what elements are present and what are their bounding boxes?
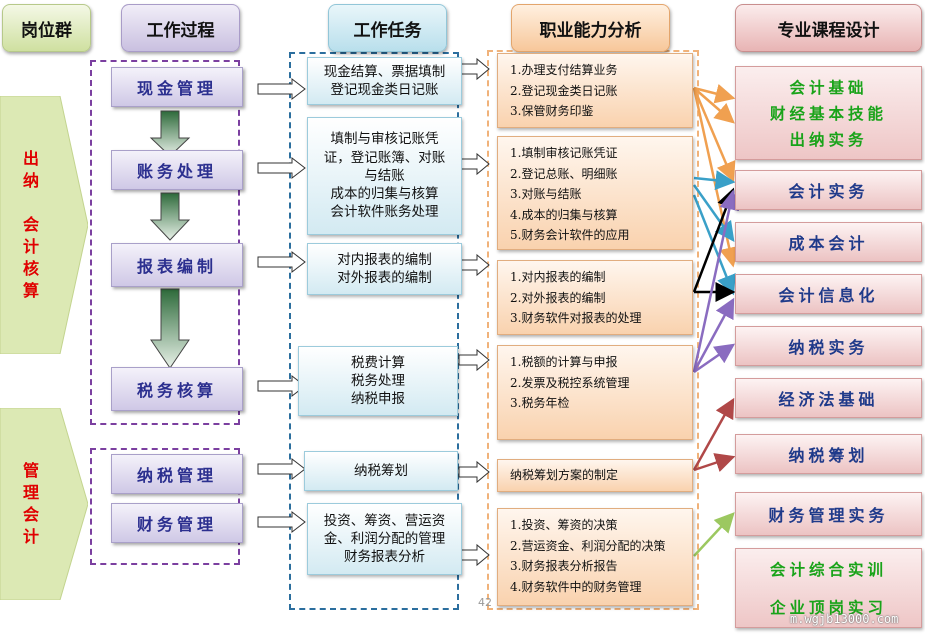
ability-item: 2.对外报表的编制 — [510, 290, 606, 305]
ability-group-3: 1.对内报表的编制 2.对外报表的编制 3.财务软件对报表的处理 — [497, 260, 693, 335]
course-comprehensive-training: 会计综合实训企业顶岗实习 — [735, 548, 922, 628]
ability-group-4: 1.税额的计算与申报 2.发票及税控系统管理 3.税务年检 — [497, 345, 693, 440]
process-account-handling: 账务处理 — [111, 150, 243, 190]
task-ability-arrows — [458, 57, 490, 567]
task-2: 填制与审核记账凭 证，登记账簿、对账 与结账 成本的归集与核算 会计软件账务处理 — [307, 117, 462, 235]
process-cash-management: 现金管理 — [111, 67, 243, 107]
task-6: 投资、筹资、营运资 金、利润分配的管理 财务报表分析 — [307, 503, 462, 575]
course-economic-law: 经济法基础 — [735, 378, 922, 418]
page-number: 42 — [478, 596, 492, 609]
group-arrow-shape — [0, 408, 88, 600]
group-cashier-accounting: 出纳 会计核算 — [0, 96, 88, 354]
process-task-arrows — [257, 77, 306, 534]
ability-item: 1.投资、筹资的决策 — [510, 518, 618, 532]
ability-item: 纳税筹划方案的制定 — [510, 468, 619, 482]
header-course-design: 专业课程设计 — [735, 4, 922, 52]
header-work-task: 工作任务 — [328, 4, 447, 52]
process-financial-management: 财务管理 — [111, 503, 243, 543]
ability-group-5: 纳税筹划方案的制定 — [497, 459, 693, 492]
ability-item: 1.办理支付结算业务 — [510, 63, 618, 77]
group-arrow-shape — [0, 96, 88, 354]
header-ability-analysis: 职业能力分析 — [511, 4, 670, 52]
header-work-process: 工作过程 — [121, 4, 240, 52]
process-tax-accounting: 税务核算 — [111, 367, 243, 411]
ability-group-6: 1.投资、筹资的决策 2.营运资金、利润分配的决策 3.财务报表分析报告 4.财… — [497, 508, 693, 606]
task-frame — [289, 52, 459, 610]
ability-item: 1.对内报表的编制 — [510, 270, 606, 284]
ability-item: 4.成本的归集与核算 — [510, 207, 618, 222]
process-tax-management: 纳税管理 — [111, 454, 243, 494]
ability-item: 5.财务会计软件的应用 — [510, 228, 630, 242]
ability-item: 3.税务年检 — [510, 396, 570, 410]
ability-item: 1.填制审核记账凭证 — [510, 146, 618, 160]
ability-group-1: 1.办理支付结算业务 2.登记现金类日记账 3.保管财务印鉴 — [497, 53, 693, 128]
course-accounting-practice: 会计实务 — [735, 170, 922, 210]
ability-item: 2.登记现金类日记账 — [510, 83, 618, 98]
course-accounting-informatization: 会计信息化 — [735, 274, 922, 314]
ability-item: 2.登记总账、明细账 — [510, 166, 618, 181]
course-accounting-basics: 会计基础财经基本技能出纳实务 — [735, 66, 922, 160]
group-management-accounting: 管理会计 — [0, 408, 88, 600]
ability-item: 4.财务软件中的财务管理 — [510, 579, 642, 594]
ability-item: 3.对账与结账 — [510, 187, 582, 201]
process-frame-upper — [90, 60, 240, 425]
ability-course-lines — [692, 83, 740, 557]
task-5: 纳税筹划 — [304, 451, 458, 491]
group-label-1: 出纳 会计核算 — [22, 149, 39, 300]
course-tax-planning: 纳税筹划 — [735, 434, 922, 474]
ability-item: 3.财务软件对报表的处理 — [510, 311, 642, 325]
ability-item: 3.财务报表分析报告 — [510, 559, 618, 573]
course-tax-practice: 纳税实务 — [735, 326, 922, 366]
ability-item: 2.发票及税控系统管理 — [510, 375, 630, 390]
header-position-group: 岗位群 — [2, 4, 91, 52]
ability-item: 3.保管财务印鉴 — [510, 104, 594, 118]
course-cost-accounting: 成本会计 — [735, 222, 922, 262]
process-report-compilation: 报表编制 — [111, 243, 243, 287]
task-4: 税费计算 税务处理 纳税申报 — [298, 346, 458, 416]
process-down-arrows — [149, 110, 191, 369]
task-3: 对内报表的编制 对外报表的编制 — [307, 243, 462, 295]
ability-item: 1.税额的计算与申报 — [510, 355, 618, 369]
ability-group-2: 1.填制审核记账凭证 2.登记总账、明细账 3.对账与结账 4.成本的归集与核算… — [497, 136, 693, 250]
group-label-2: 管理会计 — [22, 461, 39, 546]
ability-item: 2.营运资金、利润分配的决策 — [510, 538, 666, 553]
watermark: m.wgjb13000.com — [790, 612, 899, 626]
task-1: 现金结算、票据填制 登记现金类日记账 — [307, 57, 462, 105]
course-financial-management-practice: 财务管理实务 — [735, 492, 922, 536]
